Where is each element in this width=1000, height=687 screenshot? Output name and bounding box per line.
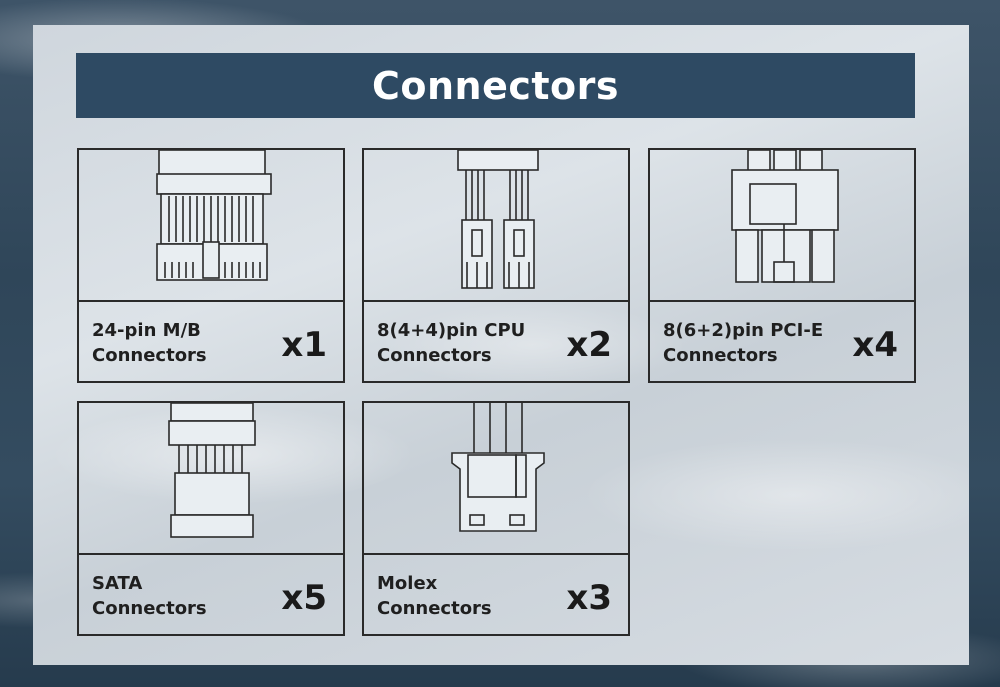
connector-quantity: x4 [852,325,898,365]
molex-icon [451,403,545,532]
connector-illustration [364,150,628,302]
connector-illustration [79,403,343,555]
connector-card-cpu: 8(4+4)pin CPU Connectors x2 [362,148,630,383]
connector-card-sata: SATA Connectors x5 [77,401,345,636]
connector-card-24pin: 24-pin M/B Connectors x1 [77,148,345,383]
connector-quantity: x5 [281,578,327,618]
connector-card-pcie: 8(6+2)pin PCI-E Connectors x4 [648,148,916,383]
content-panel [33,25,969,665]
connector-quantity: x2 [566,325,612,365]
connector-illustration [364,403,628,555]
cpu-8pin-icon [457,150,539,289]
connector-illustration [79,150,343,302]
atx-24pin-icon [156,150,272,281]
connector-card-molex: Molex Connectors x3 [362,401,630,636]
connector-illustration [650,150,914,302]
sata-icon [168,403,256,538]
page-title: Connectors [371,63,620,108]
connector-quantity: x1 [281,325,327,365]
connector-label: Molex Connectors [377,573,492,619]
connector-label: 8(6+2)pin PCI-E Connectors [663,320,824,366]
connector-label: 8(4+4)pin CPU Connectors [377,320,526,366]
title-banner: Connectors [76,53,915,118]
connector-label: SATA Connectors [92,573,207,619]
pcie-8pin-icon [731,150,839,283]
connector-quantity: x3 [566,578,612,618]
connector-label: 24-pin M/B Connectors [92,320,207,366]
